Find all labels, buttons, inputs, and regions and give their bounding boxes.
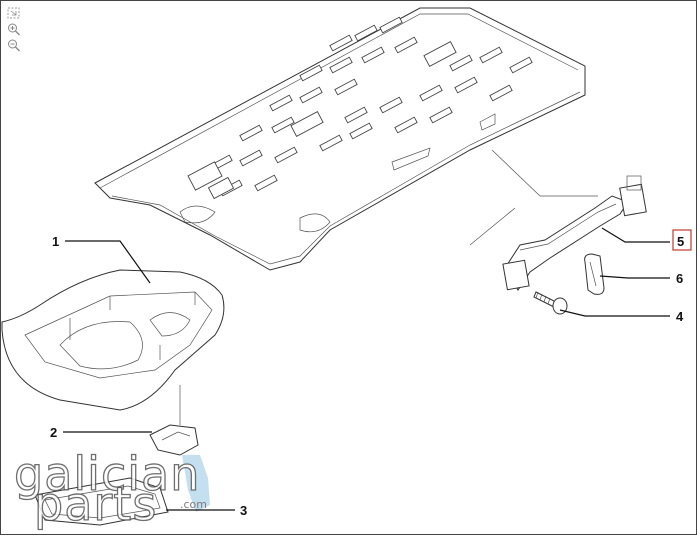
leader-lines: [63, 227, 670, 511]
headliner-slots: [209, 16, 533, 197]
svg-text:2: 2: [50, 425, 57, 440]
watermark: galician parts .com: [13, 446, 210, 532]
headliner-panel: [94, 7, 586, 271]
part-4-screw[interactable]: [533, 291, 568, 315]
svg-text:3: 3: [240, 503, 247, 518]
callout-4[interactable]: 4: [676, 309, 684, 324]
zoom-toolbar: [6, 6, 24, 52]
svg-text:1: 1: [52, 234, 59, 249]
zoom-out-icon[interactable]: [6, 38, 22, 52]
callout-5-highlight-box: [672, 229, 692, 251]
svg-text:4: 4: [676, 309, 684, 324]
part-3-lens-cover[interactable]: [34, 477, 169, 526]
watermark-line-1: galician: [14, 447, 200, 501]
callout-1[interactable]: 1: [52, 234, 59, 249]
detail-guide-lines: [469, 149, 598, 246]
watermark-line-2: parts: [34, 477, 157, 531]
part-1-overhead-console[interactable]: [1, 269, 225, 411]
svg-text:5: 5: [677, 234, 684, 249]
part-2-light-unit[interactable]: [149, 385, 199, 456]
zoom-in-icon[interactable]: [6, 22, 22, 36]
callout-2[interactable]: 2: [50, 425, 57, 440]
fit-to-window-icon[interactable]: [6, 6, 22, 20]
watermark-suffix: .com: [180, 498, 207, 511]
svg-text:6: 6: [676, 271, 683, 286]
callout-3[interactable]: 3: [240, 503, 247, 518]
part-5-grab-handle[interactable]: [502, 175, 647, 291]
callout-6[interactable]: 6: [676, 271, 683, 286]
callout-5[interactable]: 5: [672, 229, 692, 251]
part-6-clip[interactable]: [584, 253, 605, 295]
